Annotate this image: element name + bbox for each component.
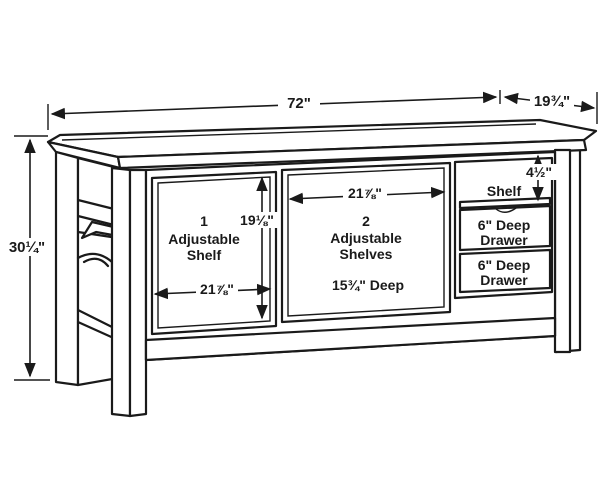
- drawer-bottom-name-label: Drawer: [480, 272, 528, 288]
- left-width-dimension: 21⅞": [153, 281, 272, 300]
- shelf-gap-dimension: 4½": [521, 154, 557, 202]
- left-shelf-label: Shelf: [187, 247, 222, 263]
- drawer-bottom: [458, 248, 552, 294]
- middle-compartment-labels: 2 Adjustable Shelves 15¾" Deep: [330, 213, 404, 293]
- left-count-label: 1: [200, 213, 208, 229]
- left-side-panel: [54, 150, 120, 387]
- depth-label: 19¾": [534, 93, 570, 110]
- drawer-top-pull: [495, 207, 517, 213]
- shelf-gap-label: 4½": [526, 164, 552, 180]
- right-compartment: [453, 156, 554, 300]
- right-shelf: [458, 196, 552, 210]
- right-compartment-labels: Shelf 6" Deep Drawer 6" Deep Drawer: [478, 183, 531, 288]
- cabinet-top: [46, 118, 598, 170]
- height-dimension: 30¼": [4, 135, 52, 381]
- middle-width-label: 21⅞": [348, 185, 382, 201]
- width-dimension: 72": [47, 90, 501, 130]
- right-shelf-label: Shelf: [487, 183, 522, 199]
- left-adjustable-label: Adjustable: [168, 231, 240, 247]
- front-legs: [110, 148, 572, 418]
- drawer-top-depth-label: 6" Deep: [478, 217, 531, 233]
- drawer-top-name-label: Drawer: [480, 232, 528, 248]
- drawer-top: [458, 204, 552, 252]
- left-compartment-labels: 1 Adjustable Shelf: [168, 213, 240, 263]
- middle-width-dimension: 21⅞": [288, 185, 446, 205]
- middle-count-label: 2: [362, 213, 370, 229]
- left-height-label: 19⅛": [240, 212, 274, 228]
- height-label: 30¼": [9, 239, 45, 256]
- middle-shelves-label: Shelves: [340, 246, 393, 262]
- width-label: 72": [287, 95, 311, 112]
- left-height-dimension: 19⅛": [236, 176, 280, 320]
- middle-depth-label: 15¾" Deep: [332, 277, 404, 293]
- drawer-bottom-depth-label: 6" Deep: [478, 257, 531, 273]
- left-width-label: 21⅞": [200, 281, 234, 297]
- middle-adjustable-label: Adjustable: [330, 230, 402, 246]
- depth-dimension: 19¾": [503, 92, 598, 124]
